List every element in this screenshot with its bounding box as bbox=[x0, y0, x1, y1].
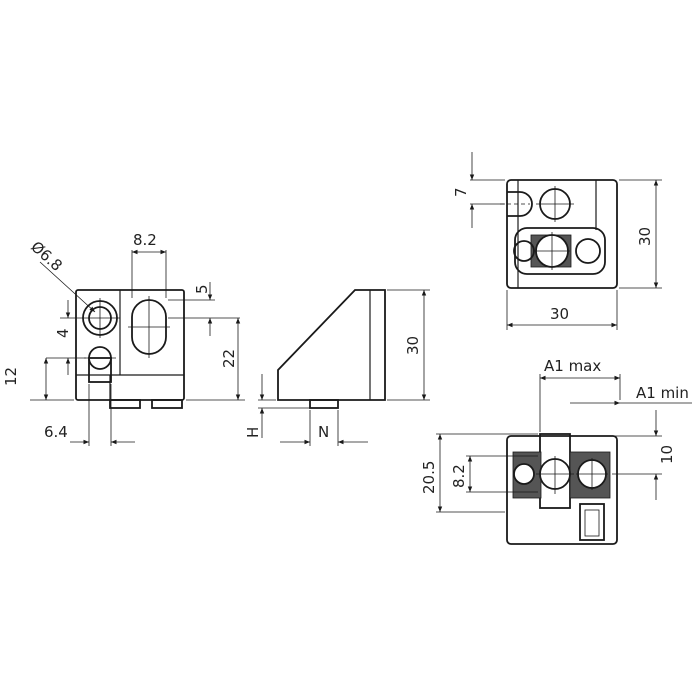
detail-view: A1 max A1 min 20.5 8.2 10 bbox=[420, 357, 692, 545]
dim-a1-max: A1 max bbox=[544, 357, 601, 375]
dim-top-offset: 7 bbox=[452, 187, 470, 197]
dim-left-small: 4 bbox=[54, 328, 72, 338]
dim-right-top: 5 bbox=[193, 284, 211, 294]
dim-top-width: 8.2 bbox=[133, 231, 157, 249]
slot-vertical bbox=[128, 296, 170, 358]
dim-bottom-width: 6.4 bbox=[44, 423, 68, 441]
dim-hole-diameter: Ø6.8 bbox=[27, 238, 66, 275]
dim-slot: 8.2 bbox=[450, 464, 468, 488]
top-view: 7 30 30 bbox=[452, 152, 662, 330]
dim-right-height: 22 bbox=[220, 349, 238, 368]
dim-side-height: 30 bbox=[404, 336, 422, 355]
hole-small bbox=[84, 346, 116, 383]
dim-overall: 20.5 bbox=[420, 461, 438, 494]
front-view: Ø6.8 8.2 5 22 4 12 6.4 bbox=[2, 231, 245, 446]
dim-left-height: 12 bbox=[2, 367, 20, 386]
dim-h: H bbox=[244, 427, 262, 438]
dim-top-height: 30 bbox=[636, 227, 654, 246]
dim-top-width: 30 bbox=[550, 305, 569, 323]
dim-n: N bbox=[318, 423, 329, 441]
dim-a1-min: A1 min bbox=[636, 384, 689, 402]
dim-right: 10 bbox=[658, 445, 676, 464]
side-view: 30 H N bbox=[244, 289, 430, 446]
hole-large bbox=[80, 298, 120, 338]
